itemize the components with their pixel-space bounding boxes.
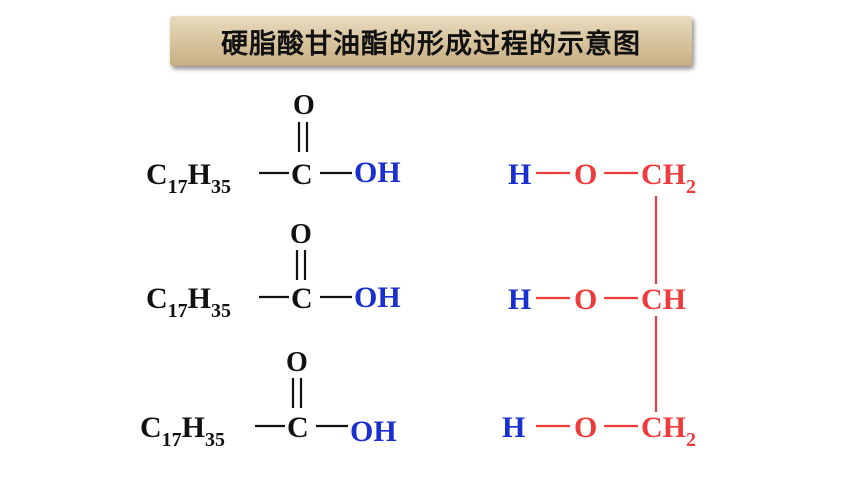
glycerol-oxygen: O	[574, 283, 597, 316]
svg-text:CH2: CH2	[641, 411, 696, 451]
alkyl-hydrogen: H	[188, 158, 211, 191]
methylene-subscript: 2	[686, 429, 696, 451]
glycerol-oxygen: O	[574, 158, 597, 191]
carboxyl-carbon: C	[287, 411, 309, 444]
page-title: 硬脂酸甘油酯的形成过程的示意图	[221, 28, 641, 60]
alkyl-hydrogen-subscript: 35	[205, 429, 225, 451]
carboxyl-carbon: C	[291, 282, 313, 315]
glycerol-hydrogen: H	[508, 158, 531, 191]
carbonyl-oxygen: O	[286, 347, 308, 378]
glycerol-hydrogen: H	[502, 411, 525, 444]
carbonyl-oxygen: O	[290, 219, 312, 250]
carbonyl-oxygen: O	[293, 90, 315, 121]
glycerol-hydrogen: H	[508, 283, 531, 316]
svg-text:CH2: CH2	[641, 158, 696, 198]
alkyl-carbon-subscript: 17	[168, 176, 188, 198]
alkyl-carbon: C	[140, 411, 162, 444]
hydroxyl-group: OH	[354, 281, 401, 314]
alkyl-carbon-subscript: 17	[168, 300, 188, 322]
methylene-group: CH	[641, 158, 686, 191]
title-banner: 硬脂酸甘油酯的形成过程的示意图	[170, 16, 692, 66]
carboxyl-carbon: C	[291, 158, 313, 191]
svg-text:C17H35: C17H35	[146, 282, 231, 322]
hydroxyl-group: OH	[354, 156, 401, 189]
alkyl-carbon: C	[146, 158, 168, 191]
svg-text:C17H35: C17H35	[140, 411, 225, 451]
stearic-acid-1: O C17H35 C OH	[146, 90, 401, 198]
alkyl-carbon-subscript: 17	[162, 429, 182, 451]
alkyl-hydrogen-subscript: 35	[211, 300, 231, 322]
hydroxyl-group: OH	[350, 415, 397, 448]
svg-text:C17H35: C17H35	[146, 158, 231, 198]
glycerol-oxygen: O	[574, 411, 597, 444]
methylene-subscript: 2	[686, 176, 696, 198]
alkyl-carbon: C	[146, 282, 168, 315]
alkyl-hydrogen: H	[182, 411, 205, 444]
alkyl-hydrogen: H	[188, 282, 211, 315]
alkyl-hydrogen-subscript: 35	[211, 176, 231, 198]
stearic-acid-2: O C17H35 C OH	[146, 219, 401, 322]
methine-group: CH	[641, 283, 686, 316]
methylene-group: CH	[641, 411, 686, 444]
glycerol: H O CH2 H O CH H O CH2	[502, 158, 696, 451]
stearic-acid-3: O C17H35 C OH	[140, 347, 397, 451]
